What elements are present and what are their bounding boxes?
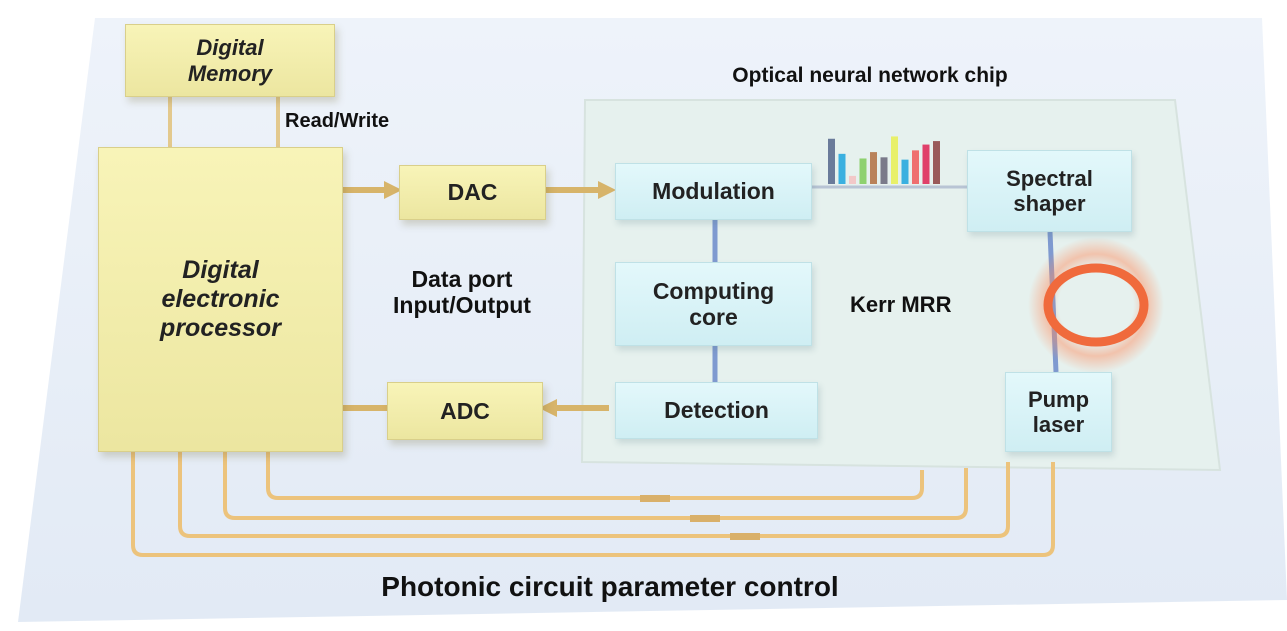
spectrum-bar [922,144,930,184]
dac-box: DAC [399,165,546,220]
adc-box: ADC [387,382,543,440]
adc-label: ADC [440,397,490,424]
spectrum-bar [912,150,919,184]
computing-core-label: Computing core [652,277,775,330]
detection-box: Detection [615,382,818,439]
comb-spectrum [828,136,940,184]
spectrum-bar [838,153,846,184]
modulation-box: Modulation [615,163,812,220]
kerr-mrr-label: Kerr MRR [850,292,952,317]
digital-memory-box: Digital Memory [125,24,335,97]
bottom-caption: Photonic circuit parameter control [381,571,839,602]
data-port-label: Data port Input/Output [393,266,531,319]
mrr-glow [1028,237,1164,373]
control-line-1 [266,452,924,500]
computing-core-box: Computing core [615,262,812,346]
spectrum-bar [891,136,898,184]
pump-laser-box: Pump laser [1005,372,1112,452]
detection-label: Detection [664,397,769,424]
control-joint-2 [690,515,720,522]
pump-laser-label: Pump laser [1027,386,1090,437]
digital-memory-label: Digital Memory [187,35,273,86]
dac-label: DAC [447,179,498,206]
spectrum-bar [859,158,867,184]
spectrum-bar [933,141,940,184]
modulation-label: Modulation [652,178,775,205]
spectral-shaper-box: Spectral shaper [967,150,1132,232]
control-line-3 [178,452,1010,538]
digital-processor-label: Digital electronic processor [160,256,281,342]
spectrum-bar [880,157,888,184]
control-joint-1 [640,495,670,502]
spectral-shaper-label: Spectral shaper [1006,165,1093,216]
chip-title: Optical neural network chip [732,64,1008,87]
read-write-label: Read/Write [285,110,390,132]
mrr-ring [1043,263,1149,347]
spectrum-bar [901,159,909,184]
digital-processor-box: Digital electronic processor [98,147,343,452]
control-line-2 [223,452,968,520]
spectrum-bar [828,138,835,184]
control-line-4 [131,452,1055,557]
spectrum-bar [849,175,856,184]
control-joint-3 [730,533,760,540]
spectrum-bar [870,152,877,184]
